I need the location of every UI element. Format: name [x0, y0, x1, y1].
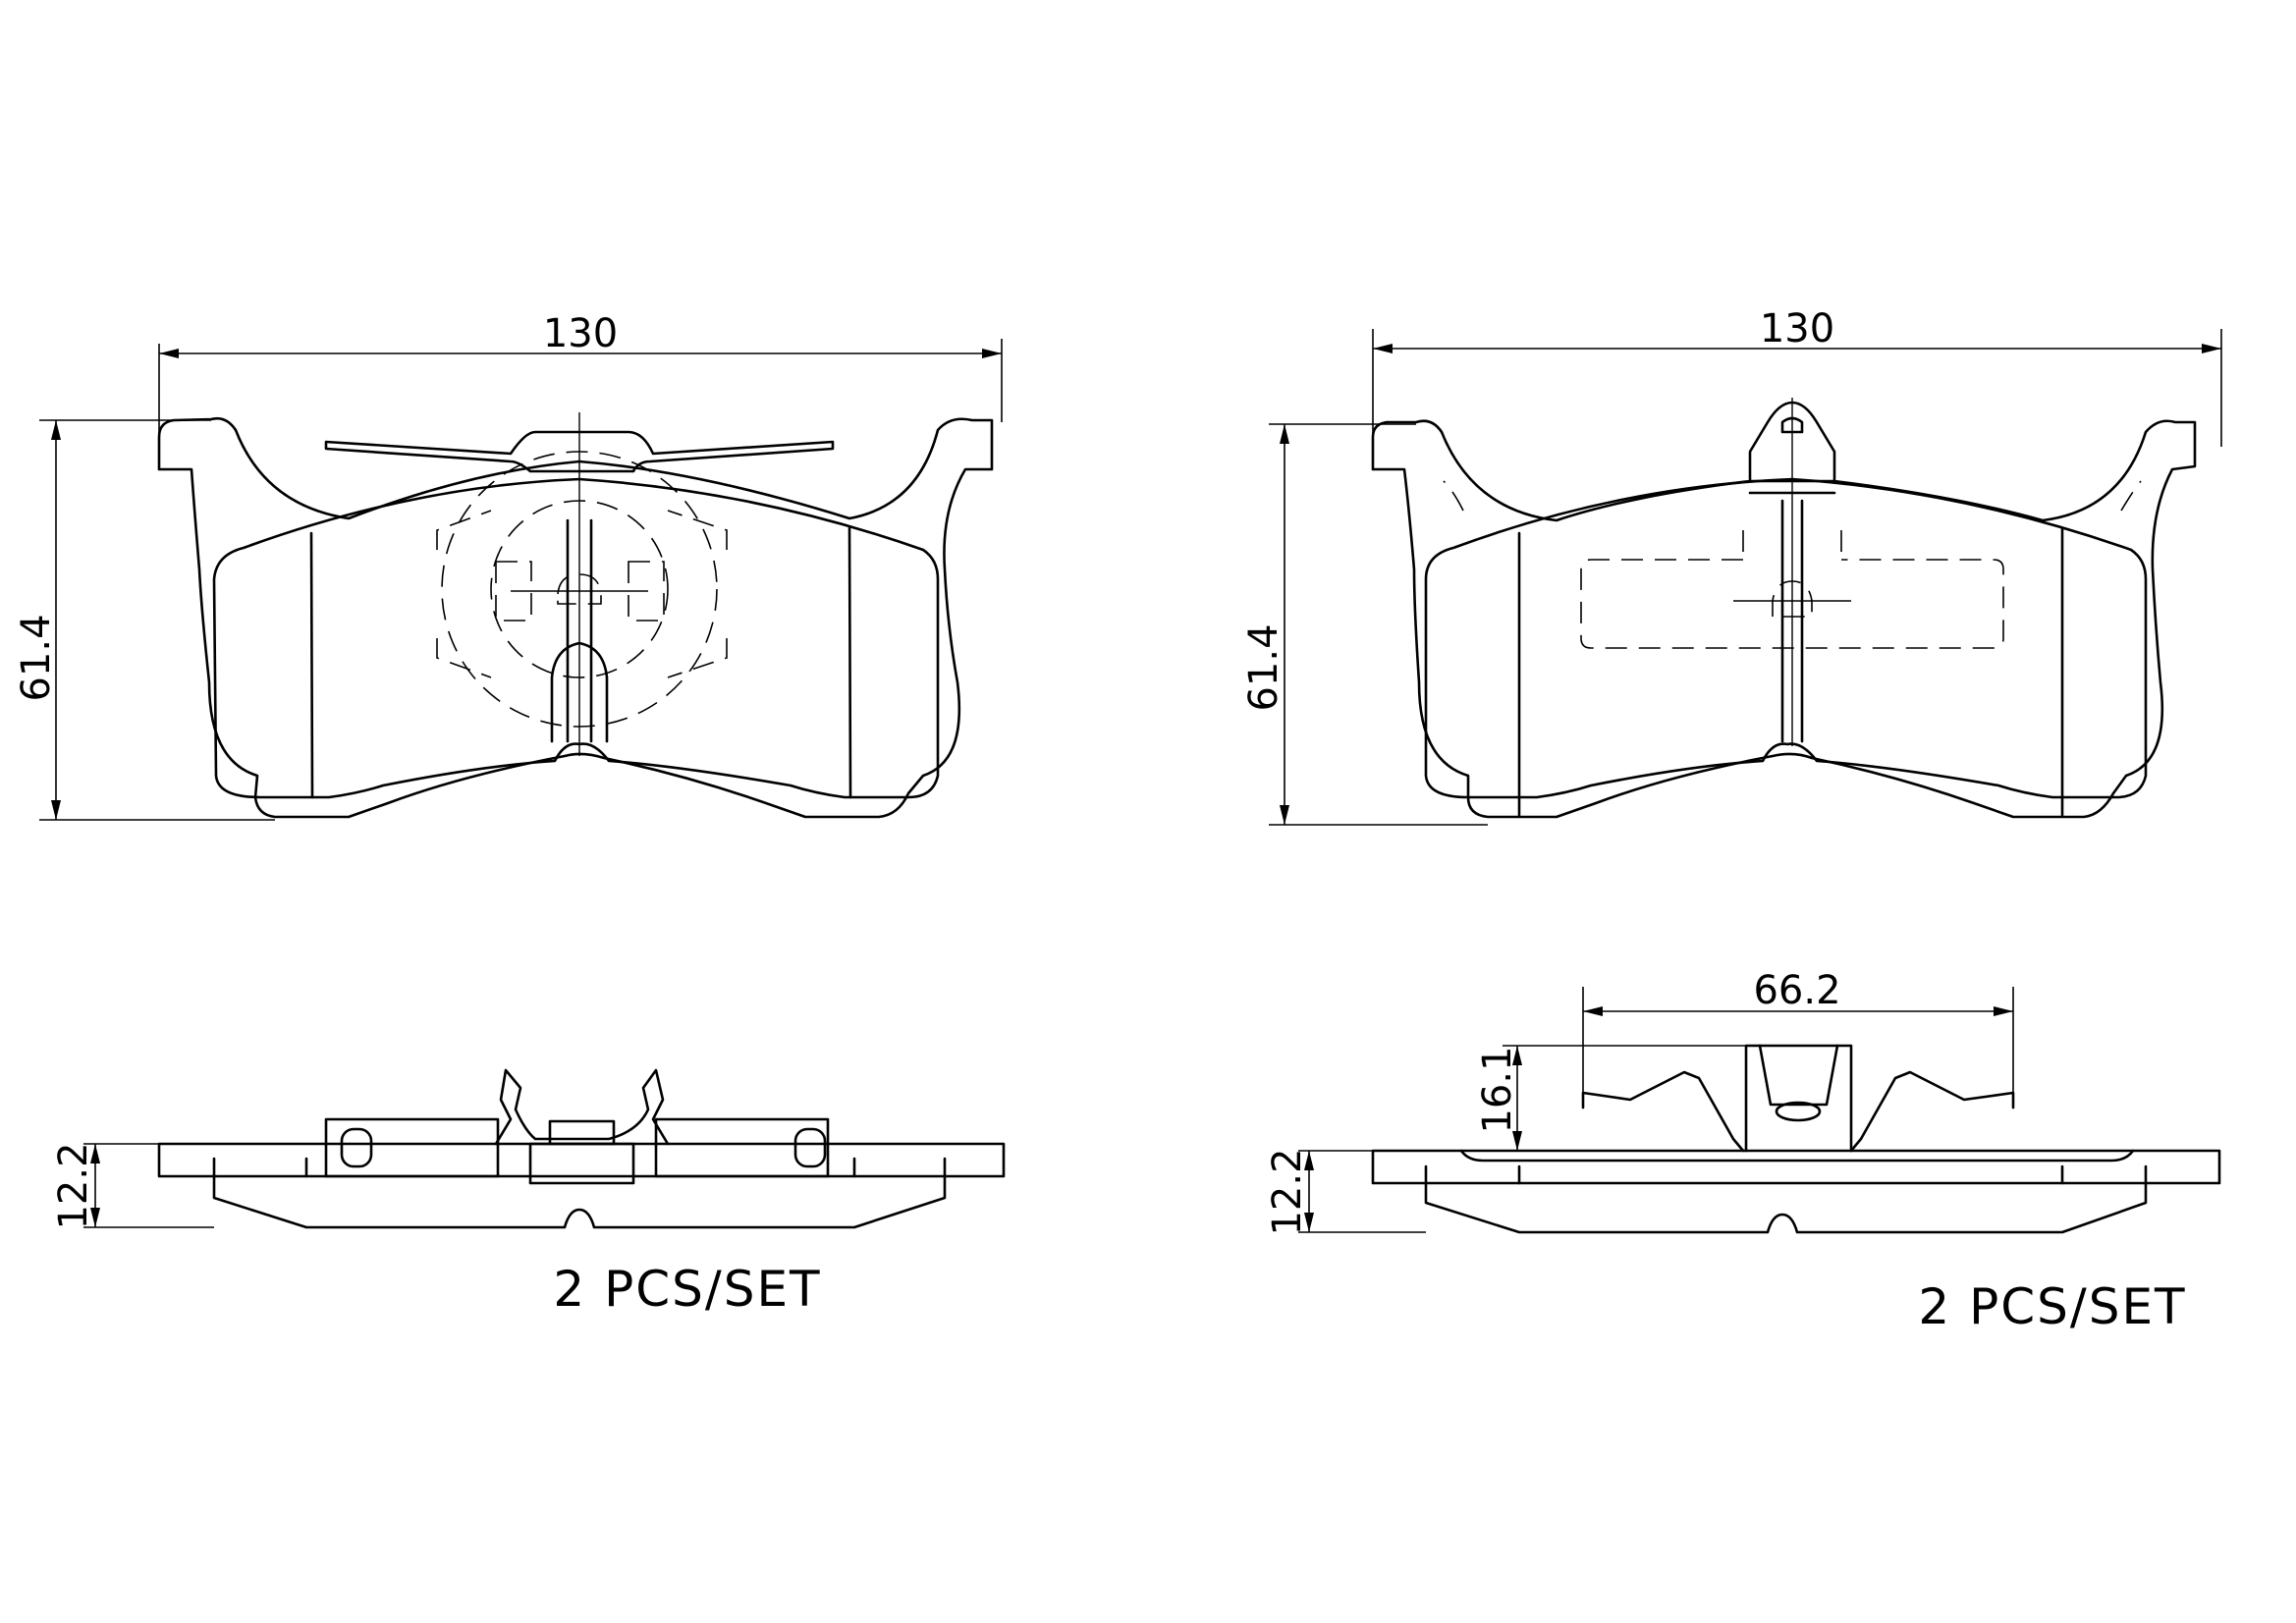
right-width-label: 130	[1760, 306, 1834, 352]
right-height-label: 61.4	[1241, 623, 1286, 711]
clip-width-dimension: 66.2	[1582, 968, 2014, 1108]
clip-width-label: 66.2	[1753, 968, 1840, 1013]
right-width-dimension: 130	[1372, 306, 2222, 447]
clip-height-label: 16.1	[1475, 1046, 1520, 1133]
clip-height-dimension: 16.1	[1475, 1045, 1746, 1151]
left-height-label: 61.4	[14, 614, 59, 701]
right-pad-front-view	[1371, 398, 2197, 819]
right-pad-side-view	[1371, 1044, 2221, 1234]
left-thickness-dimension: 12.2	[51, 1142, 214, 1230]
left-width-label: 130	[543, 311, 618, 356]
right-thickness-label: 12.2	[1265, 1148, 1310, 1235]
left-width-dimension: 130	[158, 311, 1003, 442]
right-caption: 2 PCS/SET	[1918, 1278, 2186, 1335]
left-pad-front-view	[157, 412, 994, 819]
left-thickness-label: 12.2	[51, 1142, 96, 1229]
right-height-dimension: 61.4	[1241, 423, 1488, 826]
right-thickness-dimension: 12.2	[1265, 1148, 1426, 1236]
left-caption: 2 PCS/SET	[553, 1261, 821, 1318]
left-height-dimension: 61.4	[14, 419, 275, 821]
left-pad-side-view	[157, 1068, 1006, 1229]
